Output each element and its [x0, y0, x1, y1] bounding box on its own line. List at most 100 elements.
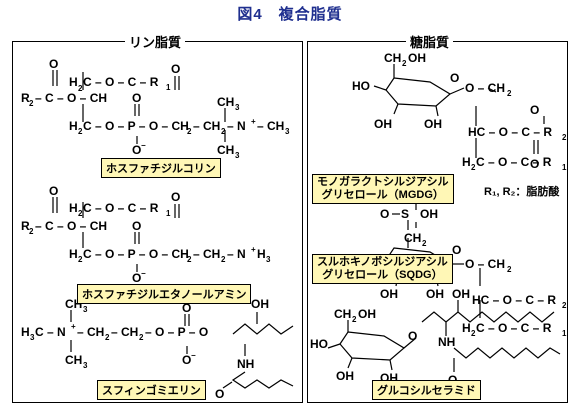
svg-text:– CH: – CH [193, 247, 220, 261]
svg-text:2: 2 [221, 255, 226, 264]
svg-text:R: R [21, 91, 30, 105]
svg-text:O: O [450, 71, 459, 85]
svg-text:2: 2 [562, 301, 567, 310]
svg-text:O: O [215, 387, 224, 401]
phospholipid-panel: リン脂質 [12, 32, 303, 403]
svg-text:2: 2 [78, 84, 83, 93]
svg-text:2: 2 [29, 227, 34, 236]
svg-text:– CH: – CH [77, 325, 104, 339]
svg-text:2: 2 [471, 163, 476, 172]
svg-text:OH: OH [408, 51, 426, 65]
mgdg-label: モノガラクトシルジアシル グリセロール（MGDG） [312, 174, 454, 204]
svg-text:C – O – C – R: C – O – C – R [83, 201, 159, 215]
svg-text:– N: – N [227, 119, 246, 133]
svg-text:+: + [251, 245, 256, 254]
svg-text:1: 1 [166, 83, 171, 92]
fatty-acid-note: R₁, R₂：脂肪酸 [484, 186, 560, 198]
svg-text:H: H [462, 155, 471, 169]
svg-text:3: 3 [30, 333, 35, 342]
svg-text:– N: – N [227, 247, 246, 261]
svg-text:1: 1 [166, 209, 171, 218]
phosphatidylethanolamine-label: ホスファチジルエタノールアミン [77, 284, 252, 304]
glycolipid-panel: 糖脂質 [307, 32, 568, 403]
svg-text:3: 3 [285, 127, 290, 136]
svg-text:2: 2 [422, 239, 427, 248]
svg-text:O: O [182, 301, 191, 315]
svg-text:H: H [69, 247, 78, 261]
phospholipid-panel-title: リン脂質 [125, 32, 186, 51]
glycolipid-panel-title: 糖脂質 [406, 32, 454, 51]
svg-text:2: 2 [78, 209, 83, 218]
svg-text:2: 2 [221, 127, 226, 136]
svg-text:HO: HO [352, 79, 370, 93]
mgdg-label-line1: モノガラクトシルジアシル [317, 176, 449, 188]
sqdg-label-line1: スルホキノボシルジアシル [317, 256, 448, 268]
svg-text:C – O – P – O – CH: C – O – P – O – CH [83, 119, 189, 133]
svg-text:– CH: – CH [193, 119, 220, 133]
svg-text:S: S [401, 207, 409, 221]
svg-text:C – O – C – R: C – O – C – R [476, 155, 552, 169]
svg-text:+: + [251, 117, 256, 126]
svg-text:O: O [408, 329, 417, 343]
svg-text:O – CH: O – CH [465, 257, 505, 271]
svg-text:O: O [380, 207, 389, 221]
svg-text:– CH: – CH [111, 325, 138, 339]
svg-text:CH: CH [384, 51, 401, 65]
svg-text:OH: OH [452, 287, 470, 301]
svg-text:OH: OH [336, 369, 354, 383]
svg-text:CH: CH [334, 307, 351, 321]
page-title: 図4 複合脂質 [237, 6, 343, 23]
svg-text:H: H [21, 325, 30, 339]
svg-text:1: 1 [562, 163, 567, 172]
svg-text:+: + [71, 322, 76, 331]
svg-text:O: O [182, 353, 191, 367]
svg-text:R: R [21, 219, 30, 233]
glucosylceramide-label: グルコシルセラミド [372, 380, 481, 400]
svg-text:2: 2 [507, 265, 512, 274]
svg-text:O – CH: O – CH [465, 81, 505, 95]
svg-text:– O – P – O: – O – P – O [145, 325, 208, 339]
svg-text:HC – O – C – R: HC – O – C – R [472, 293, 556, 307]
svg-text:3: 3 [235, 151, 240, 160]
svg-text:C – O – C – R: C – O – C – R [476, 321, 552, 335]
svg-text:OH: OH [374, 117, 392, 131]
svg-text:CH: CH [65, 353, 82, 367]
sqdg-label: スルホキノボシルジアシル グリセロール（SQDG） [312, 254, 453, 284]
sphingomyelin-label: スフィンゴミエリン [97, 380, 206, 400]
svg-text:CH: CH [404, 231, 421, 245]
svg-text:OH: OH [251, 297, 269, 311]
svg-text:2: 2 [105, 333, 110, 342]
svg-text:NH: NH [438, 335, 455, 349]
svg-text:OH: OH [420, 207, 438, 221]
phosphatidylcholine-label: ホスファチジルコリン [101, 158, 221, 178]
svg-text:2: 2 [139, 333, 144, 342]
svg-text:C – O – C – R: C – O – C – R [83, 75, 159, 89]
svg-text:O: O [49, 184, 58, 198]
svg-text:C – O – P – O – CH: C – O – P – O – CH [83, 247, 189, 261]
svg-text:HC – O – C – R: HC – O – C – R [468, 125, 552, 139]
svg-text:H: H [462, 321, 471, 335]
svg-text:2: 2 [187, 255, 192, 264]
svg-text:CH: CH [217, 95, 234, 109]
sqdg-label-line2: グリセロール（SQDG） [322, 269, 443, 281]
svg-text:O: O [49, 57, 58, 71]
svg-text:– CH: – CH [257, 119, 284, 133]
svg-text:O: O [132, 91, 141, 105]
svg-text:O: O [530, 103, 539, 117]
svg-text:2: 2 [78, 255, 83, 264]
svg-text:2: 2 [471, 329, 476, 338]
svg-text:2: 2 [402, 59, 407, 68]
svg-text:O: O [132, 143, 141, 157]
svg-text:OH: OH [424, 117, 442, 131]
svg-text:−: − [141, 141, 146, 150]
svg-text:2: 2 [562, 133, 567, 142]
svg-text:2: 2 [78, 127, 83, 136]
svg-text:2: 2 [187, 127, 192, 136]
svg-text:2: 2 [352, 315, 357, 324]
svg-text:2: 2 [507, 89, 512, 98]
svg-text:HO: HO [310, 337, 328, 351]
svg-text:O: O [452, 243, 461, 257]
svg-text:H: H [257, 247, 266, 261]
